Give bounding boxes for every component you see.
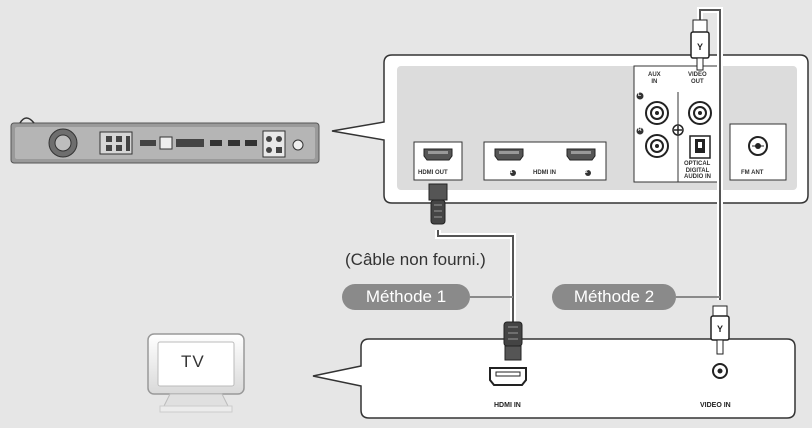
- video-out-label: VIDEO OUT: [688, 72, 707, 85]
- aux-right-label: R: [638, 127, 642, 133]
- home-theater-unit: [10, 117, 320, 164]
- fm-ant-label: FM ANT: [741, 170, 764, 176]
- hdmi-in-label: HDMI IN: [533, 170, 556, 176]
- hdmi-in-port-2-label: 2: [585, 169, 588, 175]
- hdmi-cable: [428, 183, 523, 361]
- optical-label: OPTICAL: [684, 161, 711, 167]
- video-plug-top-letter: Y: [697, 42, 704, 52]
- player-panel-callout: [331, 54, 809, 204]
- cable-not-supplied-note: (Câble non fourni.): [345, 250, 486, 269]
- tv-screen-label: TV: [181, 352, 205, 371]
- hdmi-in-port-1-label: 1: [510, 169, 513, 175]
- aux-in-label: AUX IN: [648, 72, 661, 85]
- tv-panel-callout: [312, 338, 796, 419]
- method-2-badge: Méthode 2: [552, 284, 676, 310]
- video-cable: [690, 7, 730, 355]
- video-plug-bottom-letter: Y: [717, 324, 724, 334]
- method-1-badge: Méthode 1: [342, 284, 470, 310]
- tv-set: [147, 333, 245, 413]
- hdmi-out-label: HDMI OUT: [418, 170, 448, 176]
- digital-audio-in-label: DIGITAL AUDIO IN: [684, 168, 711, 180]
- tv-video-in-label: VIDEO IN: [700, 402, 731, 409]
- tv-hdmi-in-label: HDMI IN: [494, 402, 521, 409]
- aux-left-label: L: [638, 92, 642, 98]
